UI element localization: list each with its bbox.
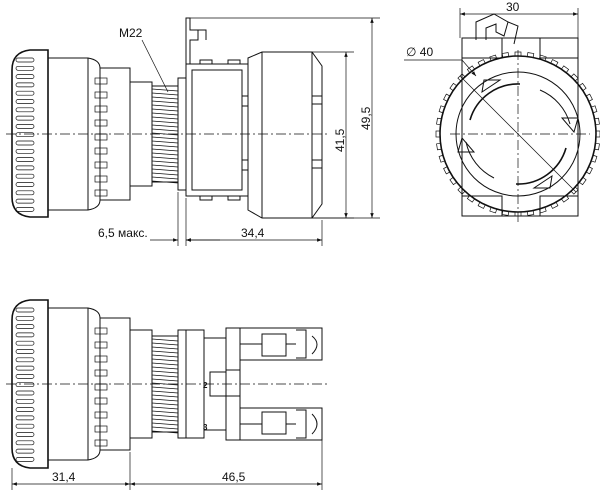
- label-thread: M22: [119, 26, 143, 40]
- side-view-top: M22 6,5 макс. 34,4 41,5 49,5: [6, 17, 380, 246]
- label-height-outer: 49,5: [359, 106, 373, 130]
- side-view-bottom: 2 3 31,4 46,5: [6, 299, 330, 490]
- front-view: ∅ 40 30: [404, 0, 600, 222]
- terminal-label-2: 2: [203, 381, 208, 390]
- terminal-label-3: 3: [203, 423, 208, 432]
- label-body-depth-top: 34,4: [241, 226, 265, 240]
- label-panel-max: 6,5 макс.: [98, 226, 148, 240]
- label-body-depth-bottom: 46,5: [222, 470, 246, 484]
- label-height-inner: 41,5: [333, 128, 347, 152]
- label-width-front: 30: [506, 0, 520, 14]
- label-head-depth-bottom: 31,4: [52, 470, 76, 484]
- label-diameter: ∅ 40: [406, 45, 433, 59]
